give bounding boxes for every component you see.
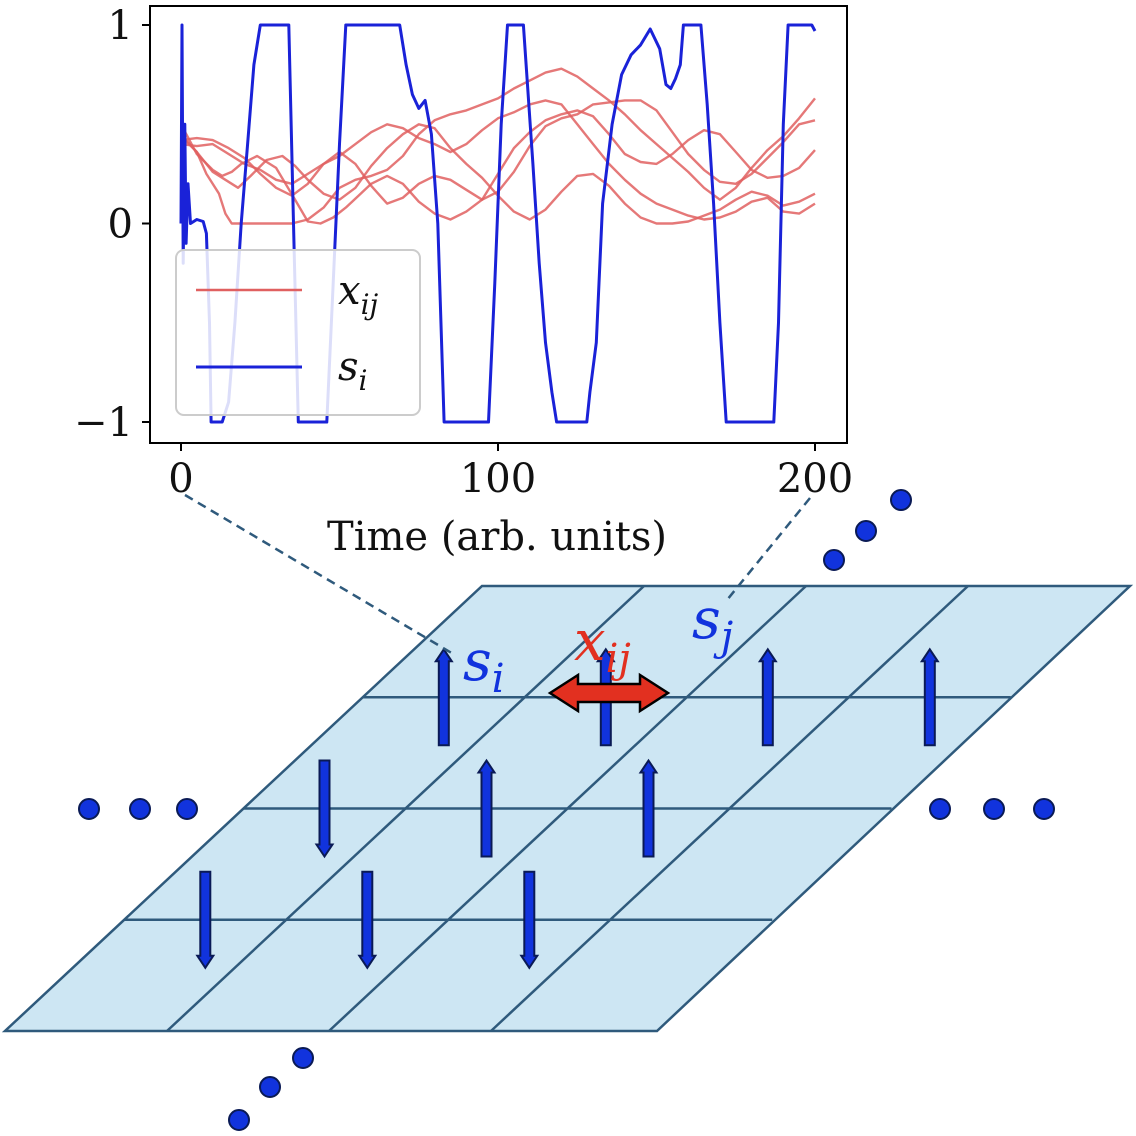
connector-line-s-j (726, 497, 811, 601)
spin-arrow-down (195, 870, 216, 970)
x-axis-title: Time (arb. units) (327, 514, 667, 560)
spin-arrow-up (476, 758, 497, 858)
time-series-plot: 0 100 200 1 0 −1 Time (arb. units) xij si (74, 3, 853, 560)
ellipsis-top-right-dots (823, 489, 912, 571)
coupling-double-arrow (547, 672, 671, 714)
connector-line-s-i (184, 493, 456, 657)
ellipsis-left-dots (78, 798, 198, 820)
ellipsis-right-dots (929, 798, 1055, 820)
label-s-i: si (463, 629, 505, 702)
y-tick-label: 0 (108, 202, 133, 248)
y-tick-label: −1 (74, 400, 133, 446)
ellipsis-bottom-left-dots (228, 1047, 314, 1131)
spin-arrow-up (919, 647, 940, 747)
plot-legend: xij si (175, 249, 421, 416)
legend-label-x-ij: xij (338, 268, 379, 321)
spin-arrow-down (519, 870, 540, 970)
spin-arrow-up (433, 647, 454, 747)
spin-arrow-up (757, 647, 778, 747)
x-tick-label: 100 (460, 456, 536, 502)
spin-arrow-down (314, 759, 335, 859)
series-line-x-ij-2 (180, 123, 816, 225)
y-tick-label: 1 (108, 3, 133, 49)
plot-ticks: 0 100 200 1 0 −1 (74, 3, 853, 502)
x-tick-label: 200 (777, 456, 853, 502)
spin-arrows (195, 647, 940, 970)
x-tick-label: 0 (168, 456, 193, 502)
spin-arrow-down (357, 870, 378, 970)
series-line-s-i (179, 23, 817, 424)
legend-label-s-i: si (338, 344, 368, 397)
plot-series (179, 23, 817, 424)
label-x-ij: xij (574, 609, 631, 682)
series-line-x-ij-3 (180, 99, 816, 221)
lattice-grid-lines (124, 585, 1011, 1032)
legend-box (175, 249, 421, 416)
label-s-j: sj (692, 587, 733, 660)
spin-lattice-diagram: si sj xij (1, 489, 1134, 1131)
spin-arrow-up (638, 758, 659, 858)
